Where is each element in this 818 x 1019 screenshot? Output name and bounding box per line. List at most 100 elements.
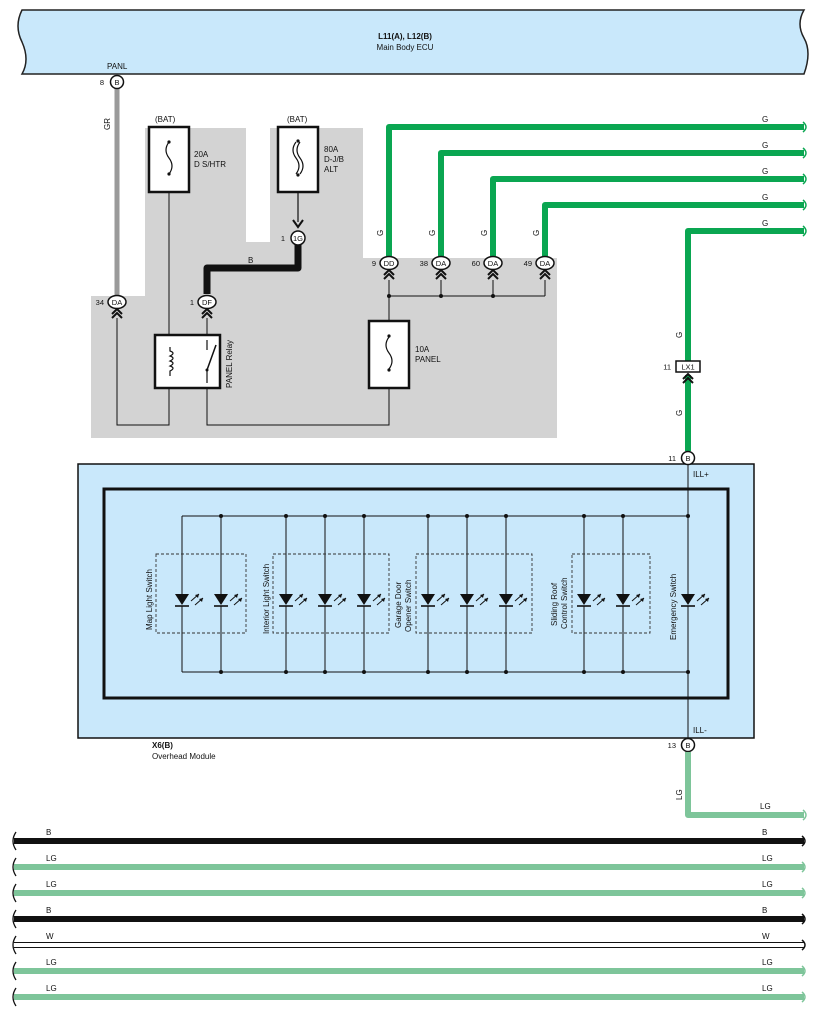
switch-group-labels: Map Light Switch Interior Light Switch G…: [145, 564, 678, 640]
svg-text:13: 13: [668, 741, 676, 750]
svg-text:DD: DD: [384, 259, 395, 268]
right-label-lg: LG: [760, 802, 771, 811]
fuse-10a-panel: 10A PANEL: [367, 319, 441, 390]
bus-label-left: LG: [46, 958, 57, 967]
internal-thin-wires: [116, 192, 546, 426]
right-label-g1: G: [762, 115, 768, 124]
svg-text:G: G: [675, 410, 684, 416]
svg-text:G: G: [675, 332, 684, 338]
bus-label-right: B: [762, 828, 767, 837]
led-indicator: [175, 516, 204, 672]
svg-text:9: 9: [372, 259, 376, 268]
svg-text:PANEL: PANEL: [415, 355, 441, 364]
ecu-signal-panl: PANL: [107, 62, 128, 71]
led-indicator: [499, 514, 528, 674]
group-box-map: [155, 553, 247, 634]
ecu-title: L11(A), L12(B): [378, 32, 432, 41]
svg-text:8: 8: [100, 78, 104, 87]
connector-34-da: DA 34: [96, 294, 127, 319]
svg-text:1: 1: [281, 234, 285, 243]
bus-wire: LG LG: [12, 958, 806, 981]
svg-text:49: 49: [524, 259, 532, 268]
svg-text:D S/HTR: D S/HTR: [194, 160, 226, 169]
label-sliding-roof-2: Control Switch: [560, 577, 569, 629]
led-indicator: [577, 514, 606, 674]
led-indicator: [460, 514, 489, 674]
svg-text:20A: 20A: [194, 150, 209, 159]
group-box-sliding: [571, 553, 651, 634]
bus-label-left: B: [46, 906, 51, 915]
ecu-name: Main Body ECU: [377, 43, 434, 52]
svg-text:D-J/B: D-J/B: [324, 155, 344, 164]
module-pin-11: B 11 ILL+: [668, 450, 709, 479]
green-wire-end-caps: [802, 121, 807, 237]
panel-relay: PANEL Relay: [153, 333, 234, 390]
bus-label-left: LG: [46, 880, 57, 889]
right-label-g2: G: [762, 141, 768, 150]
lg-wire: LG LG: [675, 752, 807, 821]
green-g-wires: [386, 124, 804, 451]
ecu-pin-8: B 8: [100, 74, 125, 90]
label-sliding-roof-1: Sliding Roof: [550, 582, 559, 626]
svg-text:G: G: [428, 230, 437, 236]
svg-text:DA: DA: [436, 259, 446, 268]
led-indicator: [279, 514, 308, 674]
led-indicator: [214, 514, 243, 674]
svg-text:34: 34: [96, 298, 104, 307]
signal-ill-minus: ILL-: [693, 726, 707, 735]
svg-text:11: 11: [668, 454, 676, 463]
label-interior-light-switch: Interior Light Switch: [262, 564, 271, 634]
b-wire: B: [203, 245, 302, 294]
svg-text:DF: DF: [202, 298, 212, 307]
label-emergency-switch: Emergency Switch: [669, 574, 678, 640]
svg-text:80A: 80A: [324, 145, 339, 154]
label-map-light-switch: Map Light Switch: [145, 569, 154, 630]
bus-label-right: LG: [762, 880, 773, 889]
bus-label-right: B: [762, 906, 767, 915]
module-name: Overhead Module: [152, 752, 216, 761]
bus-label-left: LG: [46, 984, 57, 993]
right-label-g5: G: [762, 219, 768, 228]
led-indicator: [357, 514, 386, 674]
right-label-g3: G: [762, 167, 768, 176]
svg-text:G: G: [532, 230, 541, 236]
svg-text:B: B: [114, 78, 119, 87]
svg-text:38: 38: [420, 259, 428, 268]
label-garage-door-2: Opener Switch: [404, 580, 413, 632]
connector-9-dd: DD 9: [372, 255, 399, 280]
svg-text:DA: DA: [112, 298, 122, 307]
gr-wire: GR: [103, 88, 120, 296]
bus-label-right: LG: [762, 984, 773, 993]
connector-49-da: DA 49: [524, 255, 555, 280]
relay-name: PANEL Relay: [225, 340, 234, 388]
main-body-ecu: L11(A), L12(B) Main Body ECU PANL: [17, 9, 809, 75]
svg-text:DA: DA: [540, 259, 550, 268]
connector-60-da: DA 60: [472, 255, 503, 280]
svg-text:1: 1: [190, 298, 194, 307]
svg-text:G: G: [376, 230, 385, 236]
bus-label-right: LG: [762, 958, 773, 967]
svg-text:LX1: LX1: [681, 363, 694, 372]
signal-ill-plus: ILL+: [693, 470, 709, 479]
bus-label-left: W: [46, 932, 54, 941]
svg-text:11: 11: [663, 363, 671, 372]
bus-wire: LG LG: [12, 984, 806, 1007]
svg-text:B: B: [685, 741, 690, 750]
svg-text:60: 60: [472, 259, 480, 268]
connector-1g: 1G 1: [281, 230, 306, 246]
wire-label-gr: GR: [103, 118, 112, 130]
right-label-g4: G: [762, 193, 768, 202]
internal-junction-dots: [387, 294, 495, 298]
svg-text:ALT: ALT: [324, 165, 338, 174]
module-code: X6(B): [152, 741, 173, 750]
svg-text:10A: 10A: [415, 345, 430, 354]
svg-text:DA: DA: [488, 259, 498, 268]
fuse-80a-djb: (BAT) 80A D-J/B ALT: [276, 115, 344, 229]
group-box-interior: [272, 553, 390, 634]
